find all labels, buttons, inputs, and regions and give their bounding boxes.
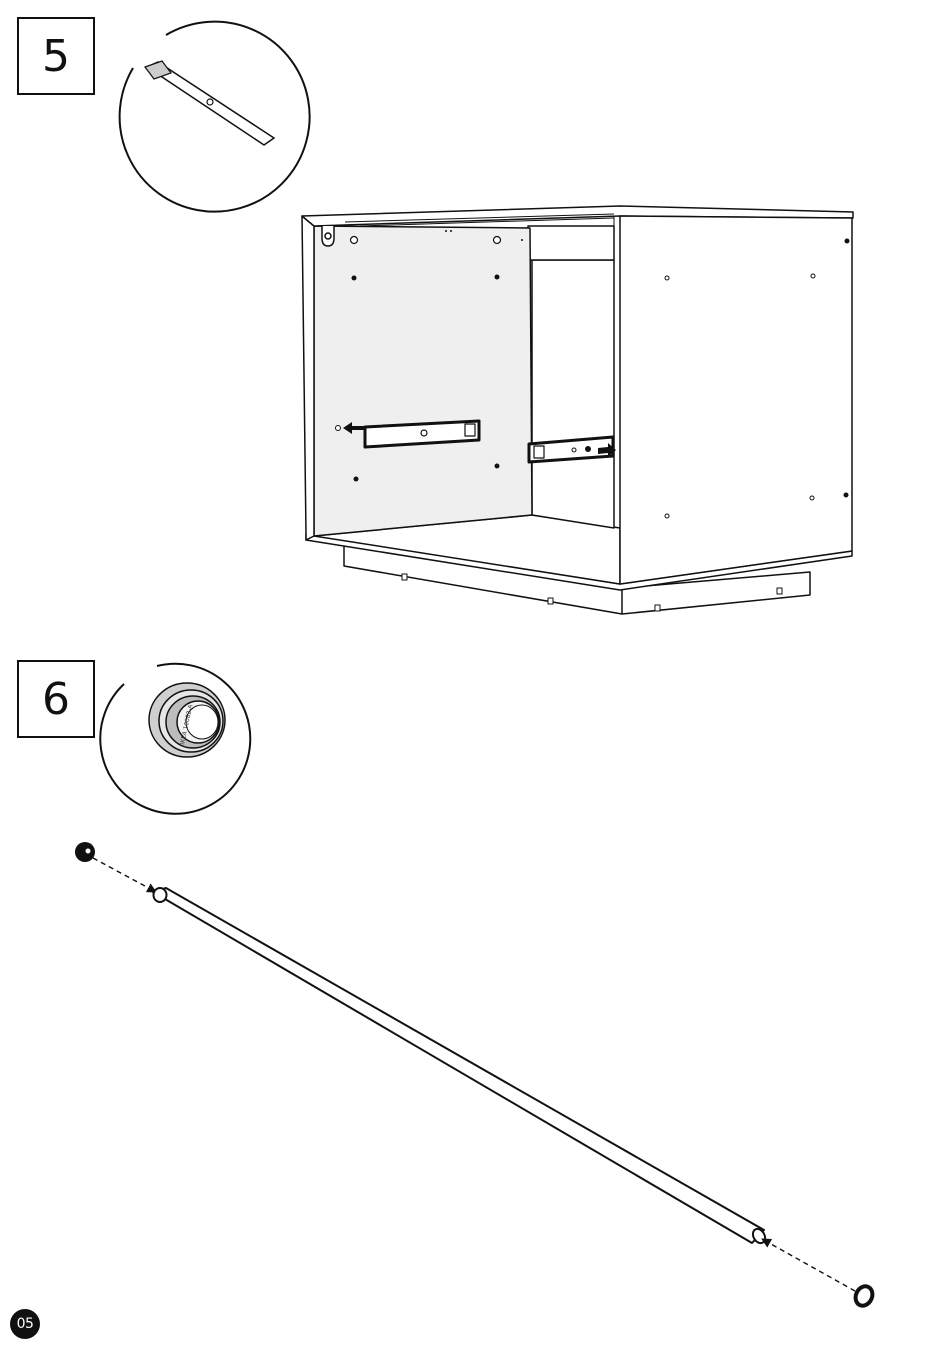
right-end-cap-icon	[853, 1284, 876, 1309]
hanging-rod	[153, 888, 768, 1245]
step5-detail-circle	[120, 22, 310, 212]
cabinet-drawing	[302, 206, 853, 614]
step6-detail-circle: IKEA 10082-A	[100, 664, 250, 814]
step-number-5: 5	[17, 17, 95, 95]
plastic-insert-icon: IKEA 10082-A	[149, 683, 225, 757]
left-end-cap-icon	[75, 842, 95, 862]
connector-strip-icon	[145, 61, 274, 145]
rod-assembly	[75, 842, 875, 1308]
step-number-6: 6	[17, 660, 95, 738]
page-number-badge: 05	[10, 1309, 40, 1339]
